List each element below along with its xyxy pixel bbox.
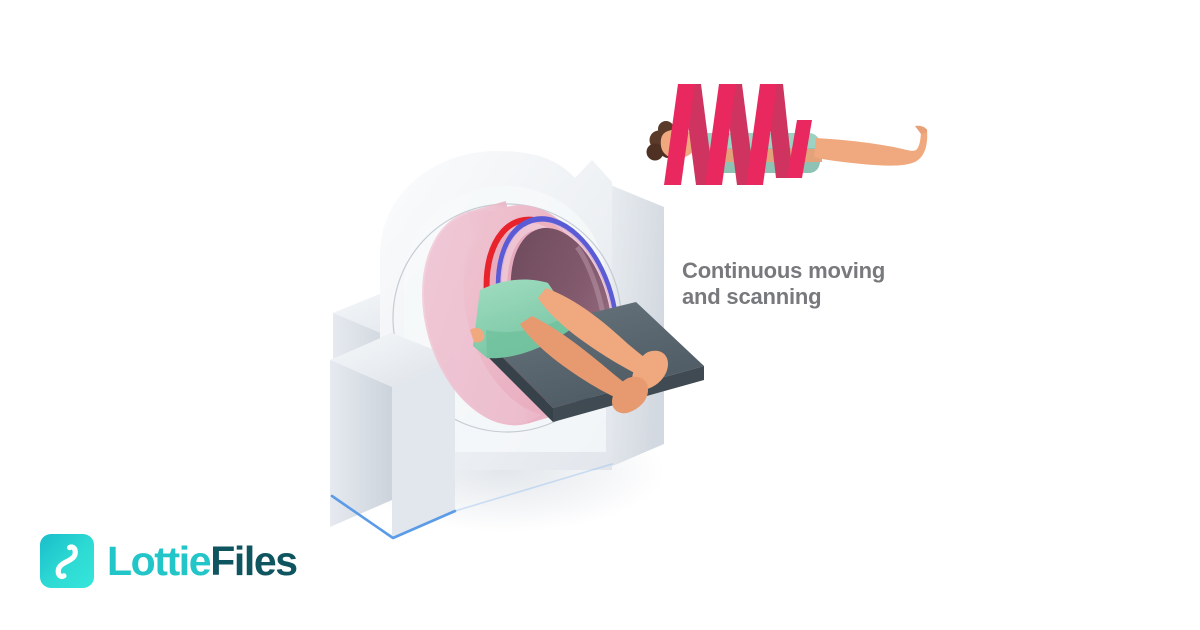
lottie-swoosh-icon bbox=[40, 534, 94, 588]
scan-wave-figure-group bbox=[646, 84, 928, 185]
brand-word-lottie: Lottie bbox=[107, 537, 212, 584]
patient-leg-far bbox=[538, 288, 658, 380]
patient-leg-near bbox=[520, 316, 640, 404]
brand-word-files: Files bbox=[210, 537, 298, 584]
mri-scanner-group bbox=[330, 151, 704, 540]
table-left-edge bbox=[484, 339, 553, 422]
lottiefiles-logo[interactable]: LottieFiles bbox=[40, 534, 298, 588]
scan-wave-back-strokes bbox=[683, 84, 793, 185]
page-title: Continuous moving and scanning bbox=[682, 258, 886, 309]
patient-foot-near bbox=[612, 376, 648, 414]
scanner-base-glow-line bbox=[330, 463, 613, 540]
patient-hand bbox=[470, 327, 485, 343]
scan-wave-front-strokes bbox=[664, 84, 812, 185]
brand-wordmark: LottieFiles bbox=[107, 537, 298, 584]
scan-wave-helix bbox=[664, 84, 812, 185]
wave-figure-foot bbox=[915, 125, 927, 134]
wave-figure-leg bbox=[814, 129, 928, 166]
patient-on-table bbox=[470, 279, 668, 414]
